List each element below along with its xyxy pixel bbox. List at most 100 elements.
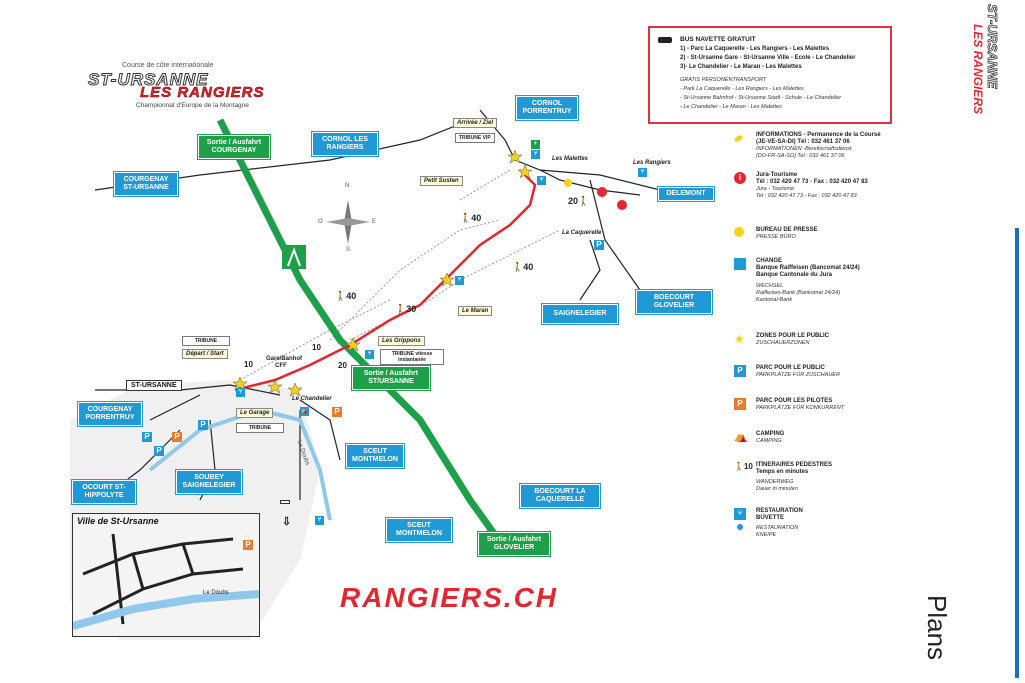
hike-time: 10 — [312, 343, 321, 352]
star-icon — [517, 164, 533, 179]
info-icon: i — [734, 172, 746, 184]
inset-title: Ville de St-Ursanne — [77, 516, 159, 526]
bus-icon — [658, 37, 672, 43]
label-depart: Départ / Start — [182, 349, 228, 359]
side-title: Plans — [922, 595, 952, 661]
bus-line-3: 3)- Le Chandelier - Le Maran - Les Malet… — [680, 64, 802, 70]
star-icon — [287, 382, 303, 397]
sign-saignelegier: SAIGNELEGIER — [542, 304, 618, 324]
parking-public-icon: P — [594, 240, 604, 250]
sign-sceut-montmelon-1: SCEUT MONTMELON — [346, 444, 404, 468]
parking-pilots-icon: P — [734, 398, 746, 410]
restaurant-icon: ⑂ — [236, 388, 245, 397]
star-icon — [439, 272, 455, 287]
logo-vertical-name1: ST-URSANNE — [985, 4, 1001, 89]
restaurant-icon: ⑂ — [734, 508, 746, 520]
label-gare: Gare/Banhof CFF — [266, 356, 303, 369]
legend-info: INFORMATIONS - Permanence de la Course(J… — [733, 132, 914, 172]
label-la-caquerelle: La Caquerelle — [562, 230, 602, 236]
compass-rose-icon — [326, 200, 370, 244]
star-icon — [232, 376, 248, 391]
sign-sortie-glovelier: Sortie / Ausfahrt GLOVELIER — [478, 532, 550, 556]
parking-public-icon: P — [734, 365, 746, 377]
bus-de-line-3: - Le Chandelier - Le Maran - Les Malette… — [680, 104, 782, 110]
hiker-icon: 🚶40 — [335, 291, 357, 301]
highway-a16 — [216, 118, 498, 538]
logo-name1: ST-URSANNE — [88, 70, 209, 90]
compass-n: N — [345, 183, 350, 189]
river-doubs — [148, 407, 332, 521]
label-taric — [280, 500, 290, 504]
label-tribune: TRIBUNE — [182, 336, 230, 346]
buvette-dot-icon — [737, 524, 743, 530]
brand-url[interactable]: RANGIERS.CH — [340, 582, 559, 613]
restaurant-icon: ⑂ — [537, 176, 546, 185]
info-point-icon: + — [531, 140, 540, 149]
race-logo: Course de côte internationale ST-URSANNE… — [80, 62, 290, 132]
label-le-chandelier: Le Chandelier — [292, 396, 332, 402]
sign-sortie-courgenay: Sortie / Ausfahrt COURGENAY — [198, 135, 270, 159]
no-entry-icon — [617, 200, 627, 210]
hike-time: 20 — [338, 361, 347, 370]
bus-line-2: 2) - St-Ursanne Gare - St-Ursanne Ville … — [680, 55, 856, 61]
label-le-maran: Le Maran — [458, 306, 493, 316]
hiker-icon: 20🚶 — [568, 196, 590, 206]
parking-public-icon: P — [198, 420, 208, 430]
sign-delemont: DELEMONT — [658, 187, 714, 201]
hike-path-2 — [349, 279, 461, 341]
sign-cornol-porrentruy: CORNOL PORRENTRUY — [516, 96, 578, 120]
sign-courgenay-stursanne: COURGENAY ST-URSANNE — [114, 172, 178, 196]
label-arrivee: Arrivée / Ziel — [453, 118, 498, 128]
hike-path-1 — [329, 219, 501, 341]
road-top — [479, 109, 661, 191]
label-petit-susten: Petit Susten — [420, 176, 463, 186]
restaurant-icon: ⑂ — [455, 276, 464, 285]
star-icon — [267, 379, 283, 394]
label-tribune-vitesse: TRIBUNE vitesse instantanée — [380, 349, 444, 365]
change-icon — [734, 258, 746, 270]
restaurant-icon: ⑂ — [638, 168, 647, 177]
logo-name2: LES RANGIERS — [140, 84, 265, 102]
road-rangiers — [539, 169, 641, 196]
hiker-icon: 🚶40 — [512, 262, 534, 272]
parking-public-icon: P — [142, 432, 152, 442]
star-icon — [507, 149, 523, 164]
sign-sceut-montmelon-2: SCEUT MONTMELON — [386, 518, 452, 542]
compass-o: O — [318, 219, 323, 225]
restaurant-icon: ⑂ — [531, 150, 540, 159]
star-icon — [345, 337, 361, 352]
inset-le-doubs: Le Doubs — [203, 590, 229, 596]
parking-public-icon: P — [154, 446, 164, 456]
race-route — [234, 169, 537, 392]
sign-sortie-stursanne: Sortie / Ausfahrt ST/URSANNE — [352, 366, 430, 390]
hike-time: 10 — [244, 360, 253, 369]
pencil-icon — [733, 134, 744, 143]
logo-top-text: Course de côte internationale — [122, 62, 214, 69]
bus-de-line-2: - St-Ursanne Bahnhof - St-Ursanne Stadt … — [680, 95, 842, 101]
hiker-icon: 🚶40 — [460, 213, 482, 223]
label-le-garage: Le Garage — [236, 408, 274, 418]
sign-ocourt: OCOURT ST-HIPPOLYTE — [72, 480, 136, 504]
sign-cornol-rangiers: CORNOL LES RANGIERS — [312, 132, 378, 156]
press-icon — [734, 227, 744, 237]
label-les-rangiers: Les Rangiers — [633, 160, 671, 166]
compass-e: E — [372, 219, 377, 225]
hiker-icon: 🚶10 — [734, 462, 753, 471]
logo-vertical-name2: LES RANGIERS — [971, 24, 985, 115]
arrow-down-icon: ⇩ — [282, 516, 292, 528]
parking-pilots-icon: P — [172, 432, 182, 442]
bus-de-title: GRATIS PERSONENTRANSPORT — [680, 77, 767, 83]
compass-s: S — [346, 247, 351, 253]
press-dot-icon — [564, 179, 572, 187]
restaurant-icon: ⑂ — [315, 516, 324, 525]
label-st-ursanne: ST-URSANNE — [126, 380, 182, 391]
camping-icon: ⛺ — [734, 431, 748, 443]
parking-pilots-icon: P — [243, 540, 253, 550]
